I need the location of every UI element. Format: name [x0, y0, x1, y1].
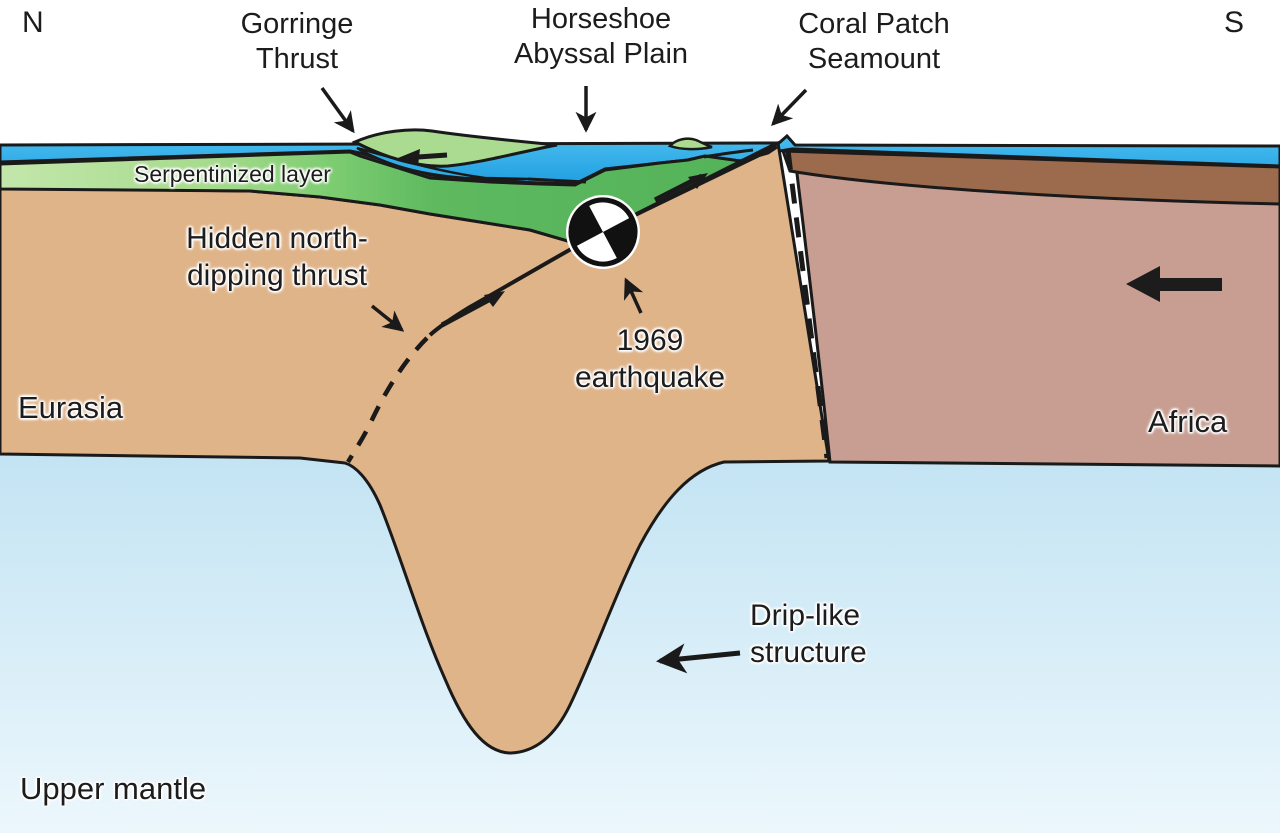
gorringe-thrust-label: Gorringe Thrust	[241, 7, 354, 78]
fault-slip-arrow-upper	[653, 173, 708, 203]
eurasia-plate-label: Eurasia	[18, 390, 124, 425]
horseshoe-abyssal-plain-label: Horseshoe Abyssal Plain	[514, 2, 688, 73]
africa-plate-motion-arrow	[1126, 266, 1222, 302]
coral-patch-label-line2: Seamount	[807, 43, 941, 76]
compass-south-label: S	[1224, 6, 1245, 39]
drip-label-line1: Drip-like	[750, 599, 861, 632]
earthquake-label-line1: 1969	[616, 324, 684, 357]
compass-north-label: N	[22, 6, 44, 39]
water-internal-line	[703, 148, 754, 159]
flap-slip-arrow-left	[398, 149, 448, 166]
hidden-thrust-pointer-arrow	[370, 304, 405, 332]
coral-patch-seamount-label: Coral Patch Seamount	[798, 7, 950, 78]
eurasia-plate	[0, 140, 831, 755]
africa-crust-layer	[780, 149, 1280, 206]
wedge-pinch-line	[527, 177, 587, 184]
gorringe-thrust-label-line2: Thrust	[255, 43, 339, 76]
small-sediment-crest	[667, 137, 713, 151]
fault-slip-arrow-lower	[440, 291, 505, 328]
coral-patch-label-line1: Coral Patch	[798, 8, 950, 40]
hidden-thrust-label: Hidden north- dipping thrust	[186, 221, 368, 294]
thrust-fault-dashed	[346, 336, 429, 464]
earthquake-label: 1969 earthquake	[575, 323, 725, 396]
drip-label-line2: structure	[750, 635, 867, 669]
upper-mantle-label: Upper mantle	[20, 771, 207, 806]
hidden-thrust-label-line2: dipping thrust	[186, 258, 368, 292]
horseshoe-label-line2: Abyssal Plain	[513, 38, 689, 71]
horseshoe-label-line1: Horseshoe	[530, 3, 672, 35]
drip-pointer-arrow	[656, 643, 741, 674]
gorringe-thrust-label-line1: Gorringe	[240, 8, 354, 40]
drip-structure-label: Drip-like structure	[750, 598, 867, 671]
coral-patch-pointer-arrow	[771, 88, 808, 127]
earthquake-label-line2: earthquake	[574, 360, 726, 394]
africa-plate-label: Africa	[1148, 404, 1228, 439]
earthquake-beachball-icon	[566, 195, 640, 269]
gorringe-pointer-arrow	[320, 86, 355, 134]
serpentinized-layer-label: Serpentinized layer	[134, 161, 331, 187]
plate-boundary-dashed	[785, 149, 830, 459]
hidden-thrust-label-line1: Hidden north-	[186, 222, 368, 255]
earthquake-pointer-arrow	[623, 277, 644, 314]
